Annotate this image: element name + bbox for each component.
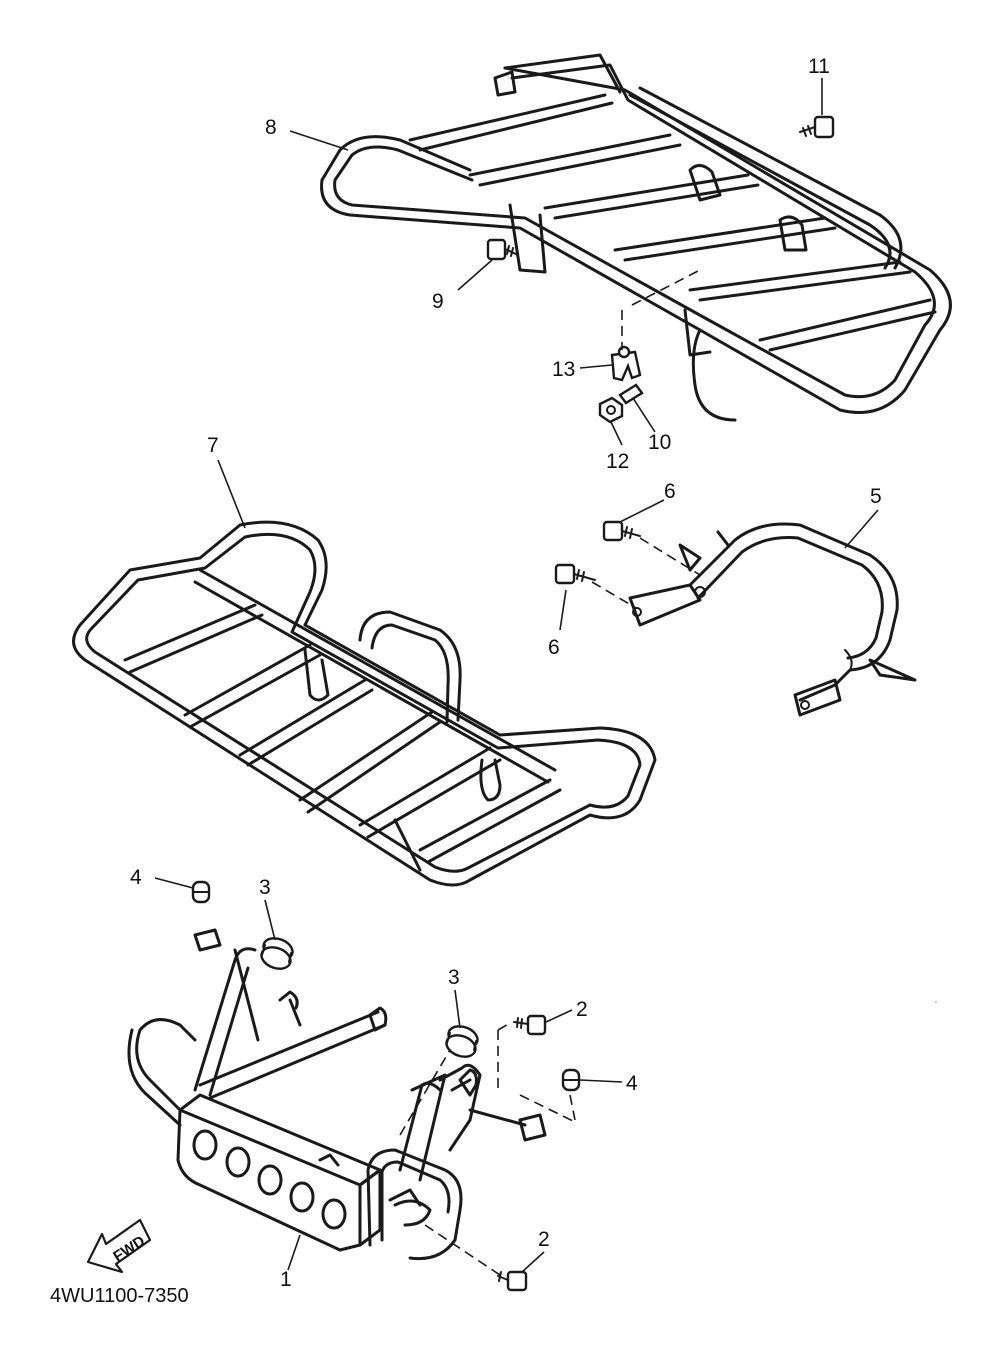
callout-6-upper: 6 (664, 480, 676, 503)
callout-numbers: 8 11 9 13 10 12 7 5 6 6 4 3 3 2 4 2 1 (130, 55, 882, 1291)
rear-guard (628, 522, 917, 717)
callout-4-left: 4 (130, 866, 142, 889)
rubber-stopper-3a-icon (260, 937, 294, 970)
clip-13-icon (610, 345, 642, 382)
bolt-2b-icon (497, 1270, 528, 1292)
callout-2-lower: 2 (538, 1228, 550, 1251)
bolt-9-icon (486, 238, 519, 261)
rear-carrier (320, 53, 952, 422)
fwd-arrow-icon: FWD (86, 1218, 152, 1274)
nut-12-icon (598, 396, 624, 424)
front-carrier (72, 520, 657, 887)
callout-8: 8 (265, 116, 277, 139)
callout-12: 12 (606, 450, 629, 473)
leader-lines (154, 78, 879, 1276)
bolt-11-icon (799, 115, 835, 139)
callout-5: 5 (870, 485, 882, 508)
callout-3-right: 3 (448, 966, 460, 989)
callout-11: 11 (808, 55, 830, 78)
callout-9: 9 (432, 290, 444, 313)
rubber-stopper-3b-icon (445, 1025, 479, 1058)
callout-2-upper: 2 (576, 998, 588, 1021)
callout-10: 10 (648, 431, 671, 454)
callout-7: 7 (207, 434, 219, 457)
cap-4b-icon (561, 1068, 581, 1092)
drawing-number: 4WU1100-7350 (50, 1285, 189, 1307)
collar-10-icon (618, 383, 644, 405)
callout-13: 13 (552, 358, 575, 381)
callout-4-right: 4 (626, 1072, 638, 1095)
bolt-6a-icon (602, 520, 641, 542)
callout-3-left: 3 (259, 876, 271, 899)
front-bumper (127, 928, 547, 1261)
bolt-6b-icon (554, 563, 596, 585)
scan-speck (935, 1001, 937, 1003)
callout-6-lower: 6 (548, 636, 560, 659)
cap-4a-icon (191, 880, 211, 904)
callout-1: 1 (280, 1268, 292, 1291)
bolt-2a-icon (513, 1014, 547, 1036)
